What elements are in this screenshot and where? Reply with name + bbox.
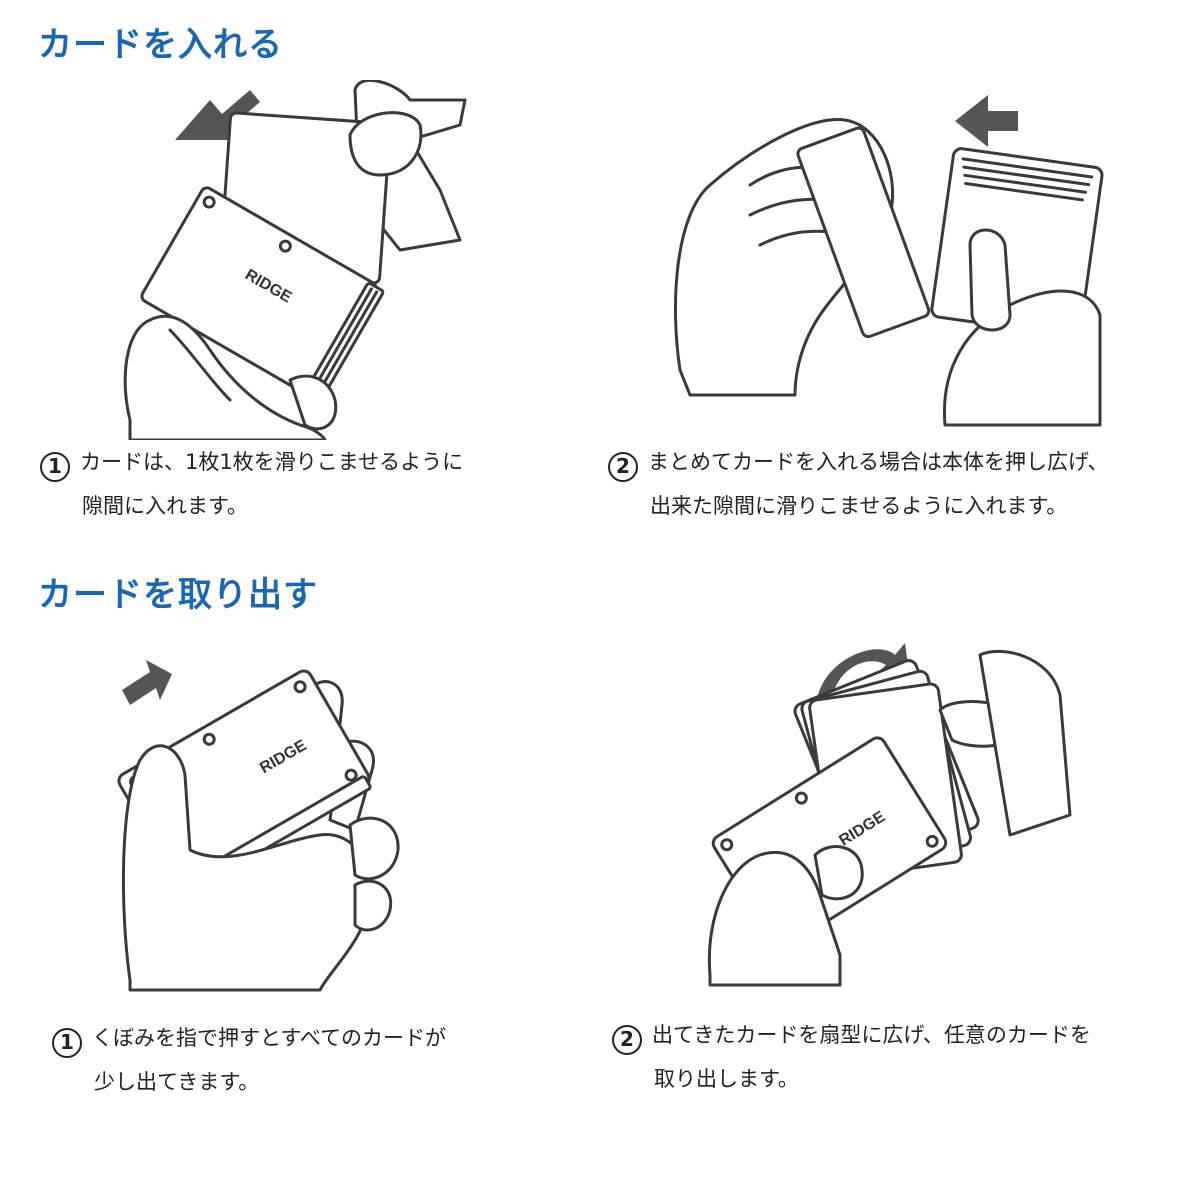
illustration-insert-single-card: RIDGE bbox=[110, 80, 550, 440]
step-text-line1: 出てきたカードを扇型に広げ、任意のカードを bbox=[652, 1023, 1091, 1047]
step-number-badge: 2 bbox=[608, 452, 638, 482]
step-text-line1: カードは、1枚1枚を滑りこませるように bbox=[80, 450, 463, 474]
step-text-line2: 少し出てきます。 bbox=[52, 1060, 446, 1104]
step-text-line1: まとめてカードを入れる場合は本体を押し広げ、 bbox=[648, 450, 1109, 474]
step-number-badge: 1 bbox=[52, 1028, 82, 1058]
arrow-right-icon bbox=[122, 660, 172, 705]
step-text-line2: 出来た隙間に滑りこませるように入れます。 bbox=[608, 484, 1109, 528]
illustration-insert-multiple-cards bbox=[670, 85, 1110, 435]
step-remove-2: 2 出てきたカードを扇型に広げ、任意のカードを 取り出します。 bbox=[612, 1013, 1091, 1101]
section-heading-remove: カードを取り出す bbox=[38, 578, 318, 612]
illustration-fan-cards: RIDGE bbox=[690, 635, 1090, 995]
step-remove-1: 1 くぼみを指で押すとすべてのカードが 少し出てきます。 bbox=[52, 1016, 446, 1104]
step-insert-2: 2 まとめてカードを入れる場合は本体を押し広げ、 出来た隙間に滑りこませるように入… bbox=[608, 440, 1109, 528]
section-heading-insert: カードを入れる bbox=[38, 28, 283, 62]
step-text-line2: 取り出します。 bbox=[612, 1057, 1091, 1101]
arrow-left-icon bbox=[955, 95, 1018, 147]
step-number-badge: 2 bbox=[612, 1025, 642, 1055]
step-text-line1: くぼみを指で押すとすべてのカードが bbox=[92, 1026, 446, 1050]
step-insert-1: 1 カードは、1枚1枚を滑りこませるように 隙間に入れます。 bbox=[40, 440, 463, 528]
step-number-badge: 1 bbox=[40, 452, 70, 482]
step-text-line2: 隙間に入れます。 bbox=[40, 484, 463, 528]
illustration-push-cards-out: RIDGE bbox=[110, 650, 430, 1000]
